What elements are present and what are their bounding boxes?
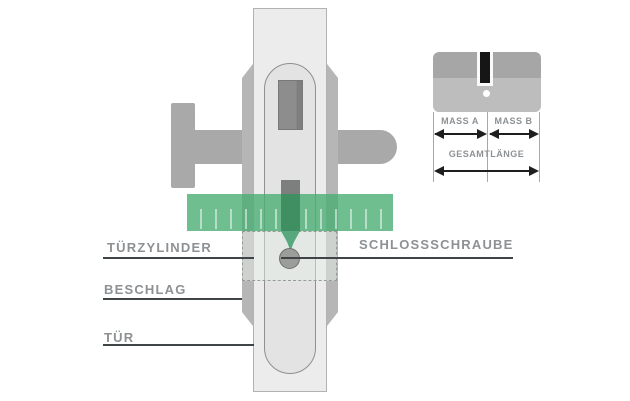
lock-screw-top [281, 180, 300, 196]
arrow-right-icon [529, 166, 539, 176]
tuer-callout-line [103, 344, 254, 346]
tuerzylinder-label: TÜRZYLINDER [107, 240, 212, 255]
arrow-left-icon [434, 166, 444, 176]
mass-b-label: MASS B [494, 116, 533, 126]
latch-bolt [278, 80, 303, 130]
arrow-right-icon [529, 129, 539, 139]
arrow-left-icon [434, 129, 444, 139]
schlossschraube-label: SCHLOSSSCHRAUBE [359, 237, 514, 252]
tuerzylinder-callout-line [103, 257, 254, 259]
cylinder-cross-section [433, 52, 541, 112]
gesamtlaenge-label: GESAMTLÄNGE [448, 149, 525, 159]
cylinder-cam-slot [477, 52, 493, 86]
beschlag-callout-line [103, 298, 242, 300]
gesamtlaenge-arrow-line [436, 170, 536, 172]
dimension-extension-center [487, 112, 488, 182]
mass-a-label: MASS A [441, 116, 479, 126]
dimension-extension-right [539, 112, 540, 182]
cylinder-screw-hole-dot [483, 90, 490, 97]
mass-a-arrow-line [435, 133, 483, 135]
cylinder-cam [480, 52, 490, 83]
arrow-left-icon [489, 129, 499, 139]
beschlag-label: BESCHLAG [104, 282, 187, 297]
mass-b-arrow-line [490, 133, 536, 135]
tuer-label: TÜR [104, 330, 135, 345]
arrow-right-icon [477, 129, 487, 139]
schlossschraube-callout-line [281, 257, 513, 259]
dimension-extension-left [433, 112, 434, 182]
lock-screw-shaft [281, 194, 300, 231]
